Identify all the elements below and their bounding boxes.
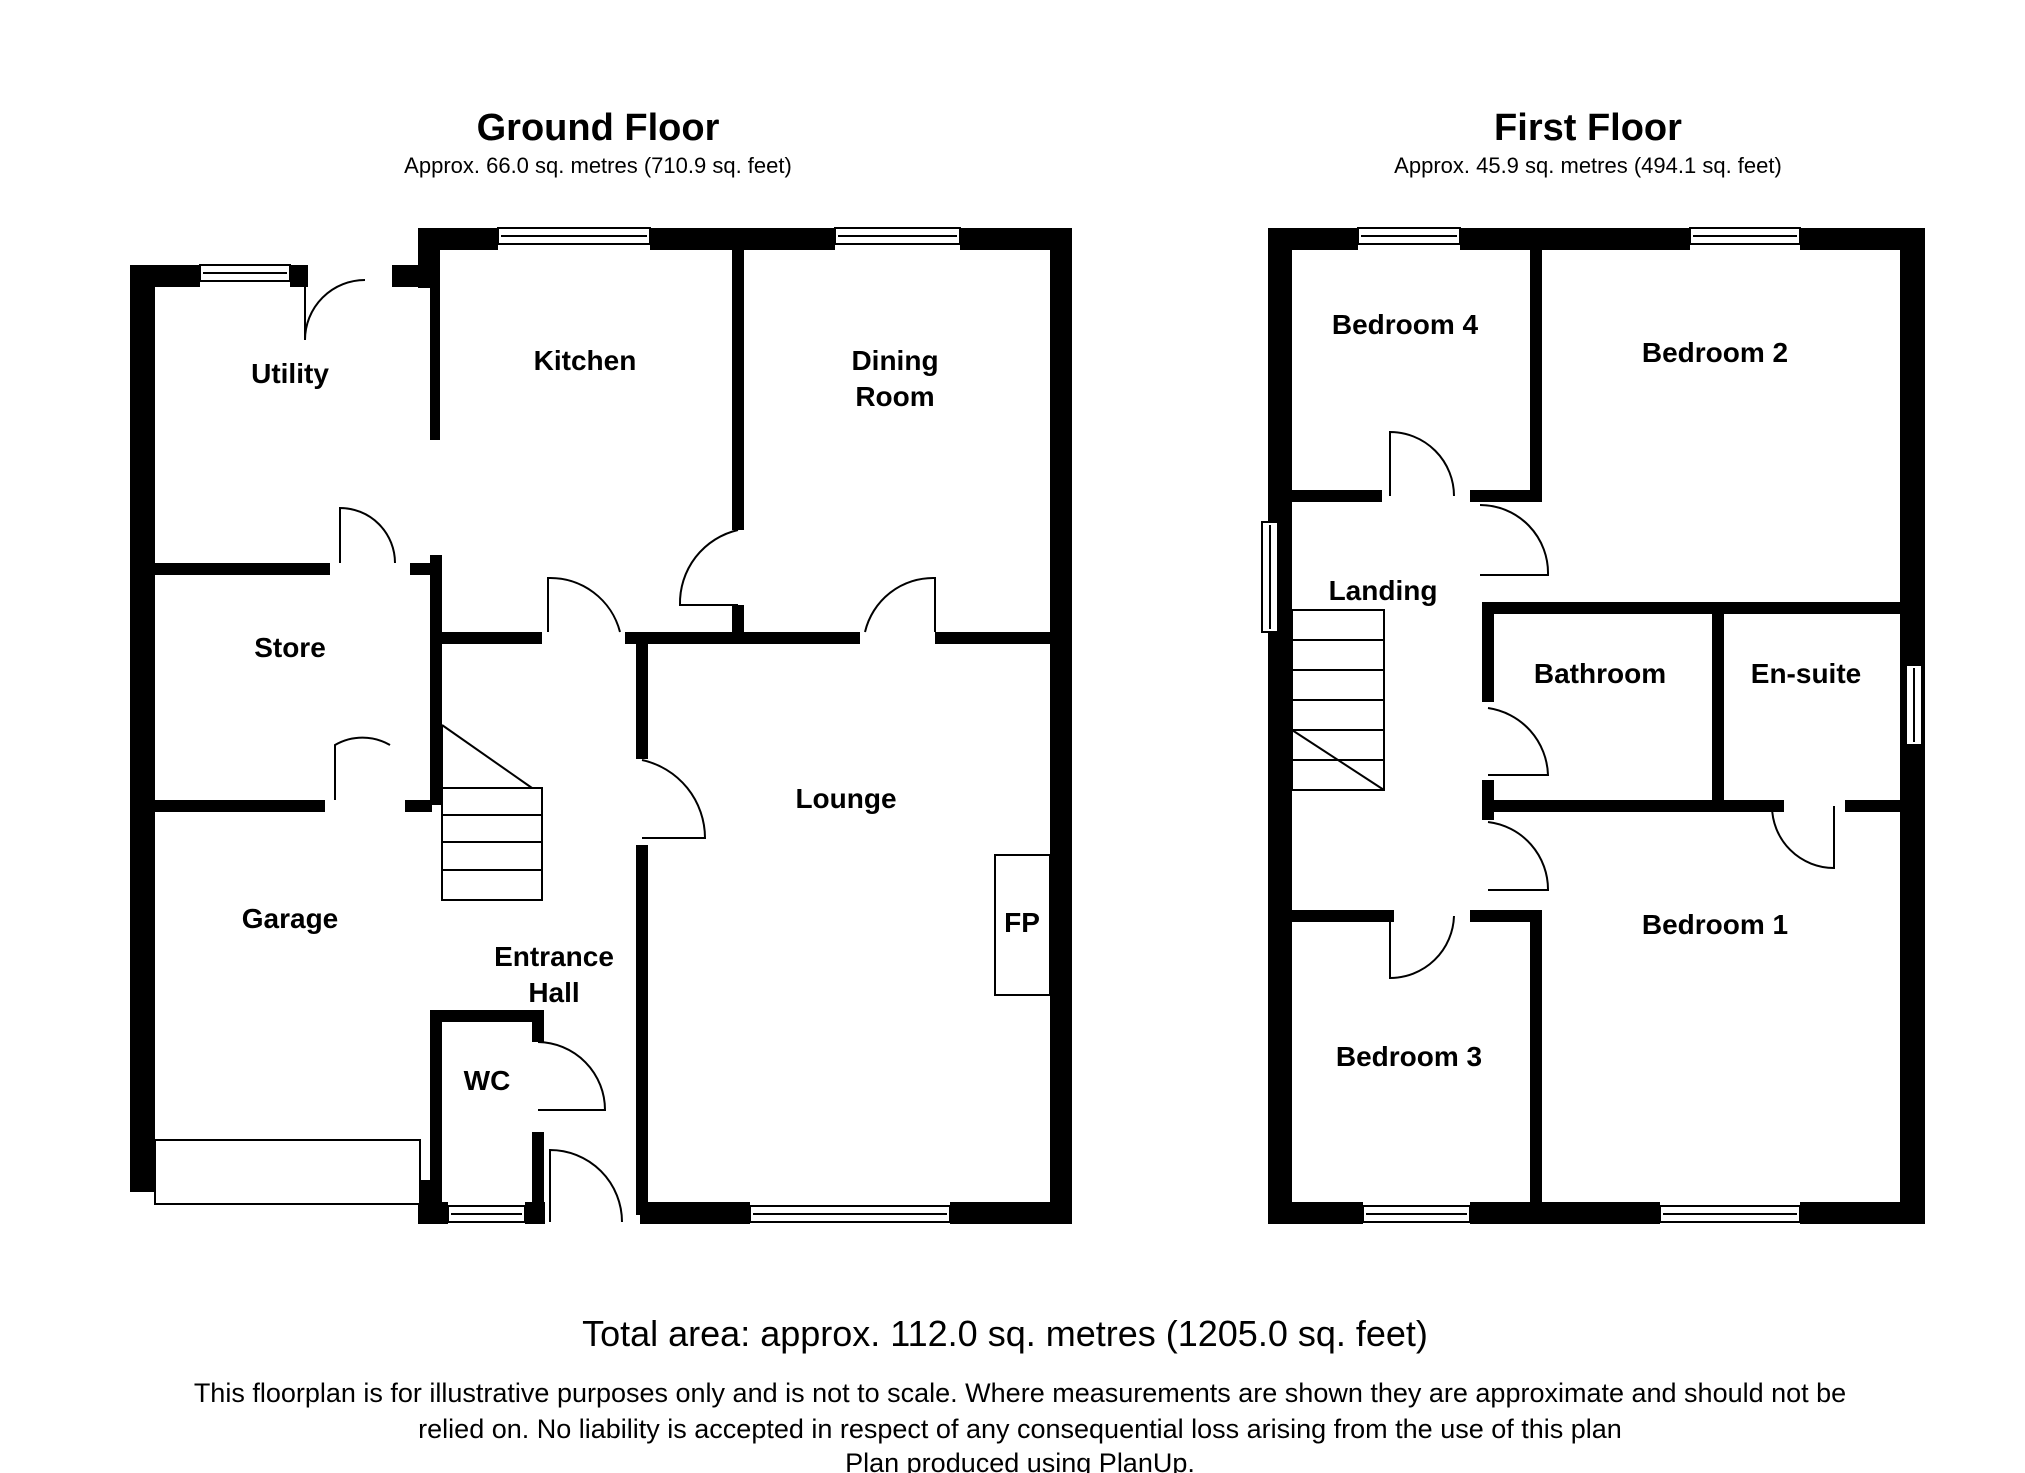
room-label-kitchen: Kitchen (534, 345, 637, 376)
wall (442, 1010, 542, 1022)
stair-flight (1291, 729, 1385, 791)
wall (1482, 602, 1494, 702)
wall (405, 800, 432, 812)
ground-floor-title: Ground Floor (477, 107, 720, 149)
room-label-bedroom-2: Bedroom 2 (1642, 337, 1788, 368)
door (1479, 504, 1550, 576)
plan-credit: Plan produced using PlanUp. (845, 1448, 1195, 1473)
wall (1470, 490, 1542, 502)
room-label-utility: Utility (251, 358, 329, 389)
room-label-dining: Dining (851, 345, 938, 376)
fireplace (994, 854, 1051, 996)
wall (532, 1010, 544, 1042)
room-label-ensuite: En-suite (1751, 658, 1861, 689)
fireplace-label: FP (1004, 907, 1040, 938)
wall (1470, 1202, 1660, 1224)
wall (1268, 228, 1358, 250)
total-area: Total area: approx. 112.0 sq. metres (12… (582, 1313, 1428, 1354)
room-label-entrance-hall: Entrance (494, 941, 614, 972)
door (1771, 805, 1835, 870)
wall (732, 605, 744, 637)
wall (155, 563, 330, 575)
wall (636, 644, 648, 759)
room-label-landing: Landing (1329, 575, 1438, 606)
wall (1712, 602, 1724, 802)
room-label-wc: WC (464, 1065, 511, 1096)
door (549, 1148, 623, 1223)
room-label-dining-2: Room (855, 381, 934, 412)
door (1487, 821, 1550, 891)
wall (155, 800, 325, 812)
door (339, 506, 396, 564)
first-floor-area: Approx. 45.9 sq. metres (494.1 sq. feet) (1394, 153, 1782, 178)
wall (442, 632, 542, 644)
wall (1530, 250, 1542, 495)
room-label-garage: Garage (242, 903, 339, 934)
door (1389, 915, 1455, 980)
room-label-lounge: Lounge (795, 783, 896, 814)
door (641, 759, 707, 839)
first-floor-title: First Floor (1494, 107, 1682, 149)
disclaimer-line-2: relied on. No liability is accepted in r… (418, 1414, 1622, 1444)
wall (650, 228, 835, 250)
wall (1530, 910, 1542, 1215)
wall (1460, 228, 1690, 250)
wall (430, 625, 442, 805)
wall (130, 265, 200, 287)
wall (410, 563, 432, 575)
wall (1292, 490, 1382, 502)
wall (640, 1202, 750, 1224)
wall (625, 632, 860, 644)
ground-floor-area: Approx. 66.0 sq. metres (710.9 sq. feet) (404, 153, 792, 178)
wall (732, 250, 744, 530)
wall (1482, 800, 1784, 812)
stair-flight (441, 724, 533, 789)
room-label-bedroom-4: Bedroom 4 (1332, 309, 1479, 340)
door (334, 736, 391, 800)
room-label-entrance-hall-2: Hall (528, 977, 579, 1008)
wall (430, 555, 442, 625)
door (547, 576, 621, 633)
wall (290, 265, 308, 287)
wall (418, 228, 498, 250)
wall (935, 632, 1052, 644)
wall (1845, 800, 1905, 812)
wall (1292, 910, 1394, 922)
wall (420, 1180, 432, 1224)
door (1487, 707, 1550, 776)
room-label-store: Store (254, 632, 326, 663)
door (537, 1041, 607, 1111)
wall (1800, 1202, 1925, 1224)
staircase (441, 787, 543, 901)
wall (1470, 910, 1540, 922)
wall (950, 1202, 1072, 1224)
room-label-bedroom-3: Bedroom 3 (1336, 1041, 1482, 1072)
door (864, 576, 936, 633)
wall (1800, 228, 1925, 250)
door (304, 279, 366, 341)
wall (1050, 228, 1072, 1224)
wall (1268, 228, 1292, 1224)
door (678, 529, 739, 606)
first-floor-plan (1261, 227, 1925, 1224)
wall (430, 250, 440, 440)
wall (1482, 602, 1900, 614)
wall (532, 1132, 544, 1214)
door (1389, 430, 1455, 497)
wall (430, 1010, 442, 1224)
wall (636, 845, 648, 1215)
wall (1268, 1202, 1363, 1224)
wall (960, 228, 1072, 250)
room-label-bathroom: Bathroom (1534, 658, 1666, 689)
wall (130, 265, 155, 1192)
ground-floor-plan (130, 227, 1072, 1224)
room-label-bedroom-1: Bedroom 1 (1642, 909, 1788, 940)
disclaimer-line-1: This floorplan is for illustrative purpo… (194, 1378, 1846, 1408)
garage-door (154, 1139, 421, 1205)
